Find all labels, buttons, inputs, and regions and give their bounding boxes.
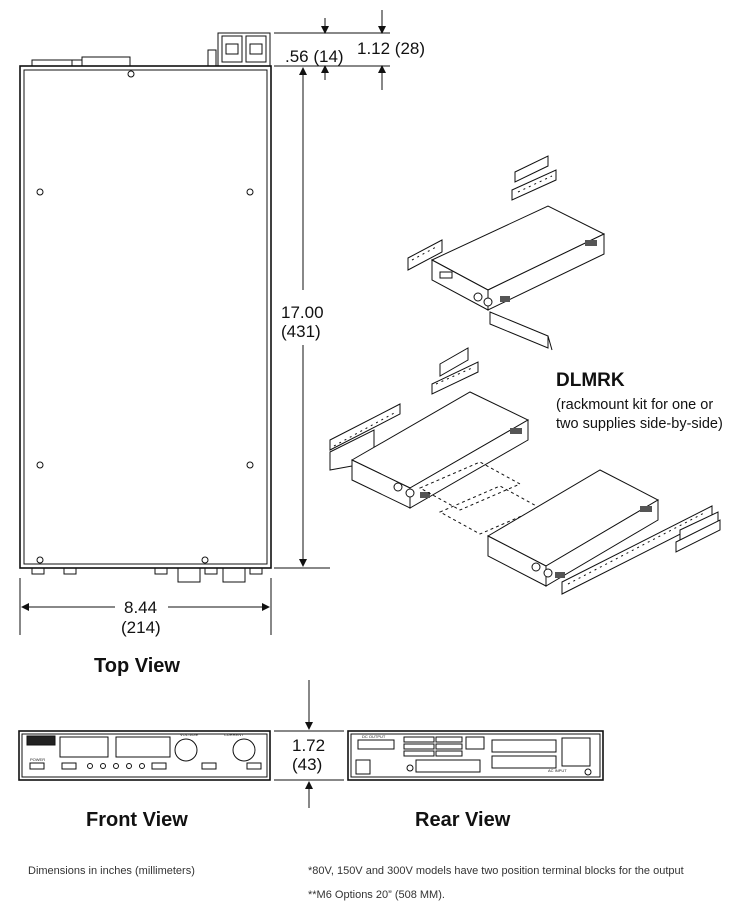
front-current-label: CURRENT xyxy=(224,732,244,737)
top-offset-dimension xyxy=(274,10,390,90)
dim-width-mm: (214) xyxy=(121,618,161,637)
rear-dc-output-label: DC OUTPUT xyxy=(362,734,386,739)
rear-ac-input-label: AC INPUT xyxy=(548,768,567,773)
dim-height-mm: (43) xyxy=(292,755,322,774)
front-view-label: Front View xyxy=(86,809,188,831)
rear-view-label: Rear View xyxy=(415,809,511,831)
dim-length-mm: (431) xyxy=(281,322,321,341)
note-m6-option: **M6 Options 20” (508 MM). xyxy=(308,889,445,901)
width-dimension xyxy=(19,578,272,635)
front-view-panel xyxy=(18,730,271,781)
height-dimension xyxy=(274,680,344,808)
front-power-label: POWER xyxy=(30,757,45,762)
dim-height-in: 1.72 xyxy=(292,736,325,755)
rear-view-panel xyxy=(347,730,604,781)
dim-length-in: 17.00 xyxy=(281,303,324,322)
dim-top-offset-small: .56 (14) xyxy=(285,47,344,66)
rackmount-single-illustration xyxy=(407,155,606,351)
top-view-label: Top View xyxy=(94,655,180,677)
top-view-outline xyxy=(19,32,272,583)
dim-width-in: 8.44 xyxy=(124,598,157,617)
length-dimension xyxy=(274,67,330,569)
kit-description-line2: two supplies side-by-side) xyxy=(556,416,723,432)
rackmount-dual-illustration xyxy=(329,347,721,595)
kit-description-line1: (rackmount kit for one or xyxy=(556,397,713,413)
kit-title: DLMRK xyxy=(556,370,625,391)
note-units: Dimensions in inches (millimeters) xyxy=(28,865,195,877)
note-terminal-blocks: *80V, 150V and 300V models have two posi… xyxy=(308,865,684,877)
dim-top-offset-large: 1.12 (28) xyxy=(357,39,425,58)
front-voltage-label: VOLTAGE xyxy=(180,732,199,737)
